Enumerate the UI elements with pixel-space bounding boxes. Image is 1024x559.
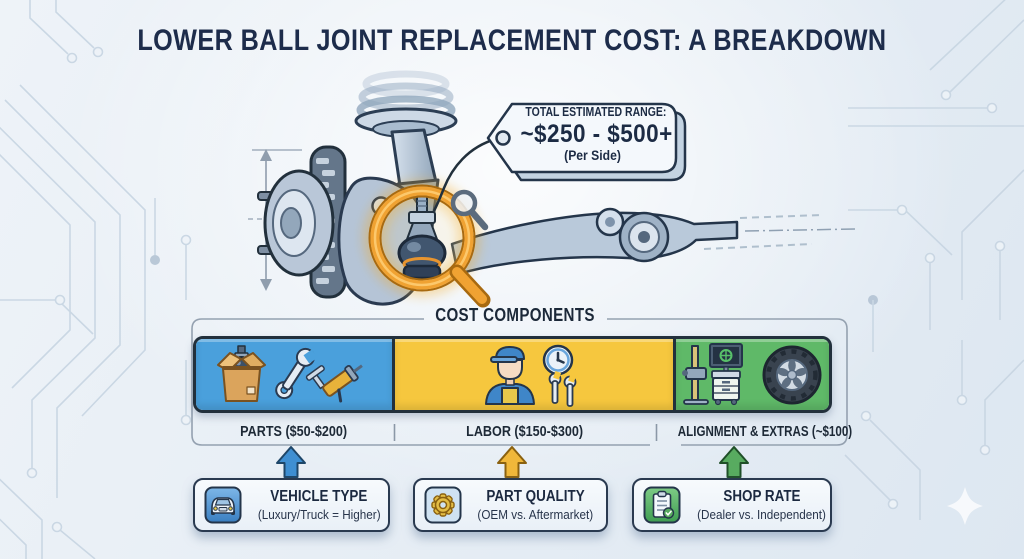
segment-alignment: [673, 339, 829, 410]
factor-card-part-quality: PART QUALITY (OEM vs. Aftermarket): [413, 478, 608, 532]
hand-wrenches-icon: [548, 370, 577, 407]
gear-icon: [424, 486, 462, 524]
ball-joint-box-icon: [217, 344, 267, 402]
factor-card-vehicle-type: VEHICLE TYPE (Luxury/Truck = Higher): [193, 478, 390, 532]
dimension-arrow: [248, 149, 302, 291]
factor-card-shop-rate: SHOP RATE (Dealer vs. Independent): [632, 478, 832, 532]
magnifier-ring: [368, 184, 476, 292]
factor-subtitle-vehicle-type: (Luxury/Truck = Higher): [257, 506, 381, 522]
magnifier-handle: [449, 264, 491, 308]
alignment-label: ALIGNMENT & EXTRAS (~$100): [656, 421, 852, 443]
factor-title-shop-rate: SHOP RATE: [722, 487, 801, 505]
factor-title-vehicle-type: VEHICLE TYPE: [270, 487, 368, 505]
tag-hole: [495, 130, 511, 146]
labor-label-text: LABOR ($150-$300): [466, 423, 584, 440]
labor-label: LABOR ($150-$300): [394, 421, 656, 443]
tag-per-side: (Per Side): [564, 148, 622, 163]
tire-icon: [762, 345, 822, 404]
factor-subtitle-shop-rate: (Dealer vs. Independent): [697, 506, 826, 522]
tag-string: [432, 137, 497, 212]
arrow-parts-factor: [276, 446, 306, 478]
wheel-hub: [257, 169, 335, 277]
brake-rotor: [257, 145, 347, 299]
alignment-label-text: ALIGNMENT & EXTRAS (~$100): [677, 424, 853, 440]
clock-icon: [543, 344, 574, 375]
factor-arrows: [276, 446, 749, 478]
car-icon: [204, 486, 242, 524]
grease-gun-icon: [305, 363, 363, 402]
price-tag-text: TOTAL ESTIMATED RANGE: ~$250 - $500+ (Pe…: [512, 105, 674, 163]
factor-subtitle-part-quality: (OEM vs. Aftermarket): [477, 506, 594, 522]
parts-label-text: PARTS ($50-$200): [240, 423, 347, 440]
parts-label: PARTS ($50-$200): [193, 421, 394, 443]
magnifier-glow: [363, 179, 481, 297]
tag-range: ~$250 - $500+: [520, 120, 673, 148]
sparkle-icon: [947, 487, 983, 525]
alignment-machine-icon: [681, 342, 743, 405]
tag-heading: TOTAL ESTIMATED RANGE:: [525, 105, 667, 119]
factor-title-part-quality: PART QUALITY: [486, 487, 585, 505]
segment-parts: [196, 339, 393, 410]
circuit-pattern-right: [844, 0, 1024, 520]
strut: [354, 107, 458, 230]
cost-components-bar: [193, 336, 832, 413]
mechanic-icon: [485, 345, 536, 405]
circuit-pattern-left: [0, 0, 192, 559]
small-magnifier-icon: [450, 189, 489, 231]
parts-icons: [217, 344, 363, 402]
segment-labor: [392, 339, 674, 410]
coil-spring: [356, 70, 456, 125]
cost-components-heading: COST COMPONENTS: [362, 305, 668, 326]
cost-components-heading-text: COST COMPONENTS: [435, 305, 595, 325]
alignment-icons: [681, 342, 822, 405]
steering-knuckle: [337, 176, 429, 306]
checklist-icon: [643, 486, 681, 524]
page-title-text: LOWER BALL JOINT REPLACEMENT COST: A BRE…: [137, 24, 887, 57]
control-arm: [450, 207, 856, 276]
labor-icons: [485, 344, 577, 407]
arrow-alignment-factor: [719, 446, 749, 478]
control-arm-bushing: [618, 211, 670, 263]
page-title: LOWER BALL JOINT REPLACEMENT COST: A BRE…: [0, 24, 1024, 58]
ball-joint: [397, 195, 447, 280]
arrow-labor-factor: [497, 446, 527, 478]
